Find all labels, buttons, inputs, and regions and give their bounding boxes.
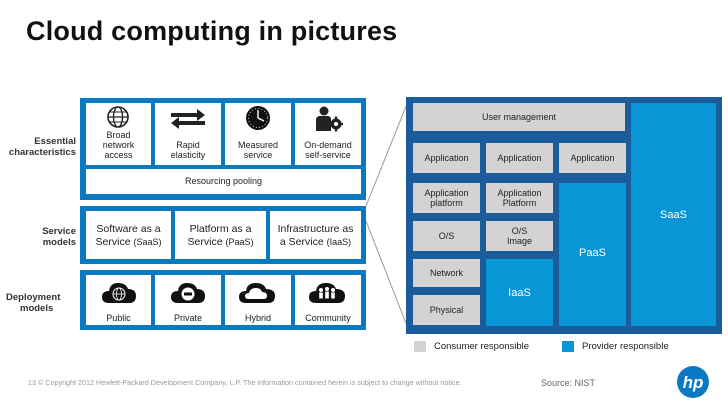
copyright-footer: 13 © Copyright 2012 Hewlett-Packard Deve… [28,378,462,387]
person-gear-icon [316,106,343,132]
paas-line2a: Service [187,236,226,248]
application-platform-cell: Application platform [413,183,480,213]
paas-line1: Platform as a [189,223,252,235]
app-platform-line1: Application [424,188,469,198]
os-image-line1: O/S [511,226,528,236]
os-image-cell: O/S Image [486,221,553,251]
globe-icon [107,106,129,128]
page-title: Cloud computing in pictures [26,16,398,46]
service-paas: Platform as a Service (PaaS) [175,211,266,259]
saas-block-label: SaaS [660,209,687,221]
public-label: Public [106,313,131,323]
hp-logo-icon: hp [677,366,709,398]
cloud-hybrid-icon [239,283,275,303]
application-cell-1: Application [413,143,480,173]
saas-block: SaaS [631,103,716,326]
app-platform-line2: platform [430,198,463,208]
application-cell-2: Application [486,143,553,173]
deployment-hybrid: Hybrid [225,275,291,325]
saas-line2a: Service [95,236,134,248]
paas-block-label: PaaS [579,247,606,259]
characteristic-measured-service: Measured service [225,103,291,165]
svg-text:hp: hp [683,373,704,392]
clock-icon [246,106,270,130]
deployment-label-line2: models [20,303,54,314]
os-image-line2: Image [506,236,532,246]
iaas-line2b: (IaaS) [326,237,352,247]
broad-line3: access [104,150,133,160]
application-cell-3: Application [559,143,626,173]
iaas-block: IaaS [486,259,553,326]
rapid-line2: elasticity [170,150,206,160]
cloud-private-icon [171,283,205,303]
measured-line2: service [243,150,273,160]
provider-swatch [562,341,574,352]
application-platform-cell-2: Application Platform [486,183,553,213]
broad-line2: network [102,140,135,150]
characteristic-rapid-elasticity: Rapid elasticity [155,103,221,165]
broad-line1: Broad [106,130,131,140]
hybrid-label: Hybrid [244,313,271,323]
service-label: Service models [6,226,76,248]
private-label: Private [173,313,202,323]
ondemand-line2: self-service [305,150,351,160]
zoom-connector [365,98,410,332]
app-platform2-line1: Application [497,188,542,198]
saas-line2b: (SaaS) [133,237,162,247]
physical-cell: Physical [413,295,480,325]
network-cell: Network [413,259,480,287]
resource-pooling: Resourcing pooling [86,169,361,194]
os-cell: O/S [413,221,480,251]
service-iaas: Infrastructure as a Service (IaaS) [270,211,361,259]
iaas-line1: Infrastructure as [277,223,354,235]
iaas-block-label: IaaS [508,287,531,299]
saas-line1: Software as a [96,223,161,235]
source-note: Source: NIST [541,378,596,388]
deployment-private: Private [155,275,221,325]
consumer-legend-label: Consumer responsible [434,341,530,352]
provider-legend-label: Provider responsible [582,341,669,352]
service-saas: Software as a Service (SaaS) [86,211,171,259]
community-label: Community [305,313,351,323]
deployment-label-line1: Deployment [6,292,61,303]
paas-block: PaaS [559,183,626,326]
deployment-community: Community [295,275,361,325]
rapid-line1: Rapid [176,140,200,150]
essential-label-line1: Essential [34,136,76,147]
app-platform2-line2: Platform [502,198,537,208]
iaas-line2a: a Service [279,236,327,248]
ondemand-line1: On-demand [304,140,352,150]
paas-line2b: (PaaS) [225,237,254,247]
cloud-community-icon [309,283,345,303]
essential-label: Essential characteristics [6,136,76,158]
consumer-swatch [414,341,426,352]
characteristic-on-demand: On-demand self-service [295,103,361,165]
service-label-line2: models [42,237,76,248]
deployment-public: Public [86,275,151,325]
user-management: User management [413,103,625,131]
essential-label-line2: characteristics [8,147,76,158]
service-label-line1: Service [42,226,76,237]
measured-line1: Measured [237,140,279,150]
cloud-globe-icon [102,283,136,303]
arrows-icon [171,109,205,129]
characteristic-broad-network: Broad network access [86,103,151,165]
deployment-label: Deployment models [6,292,76,314]
